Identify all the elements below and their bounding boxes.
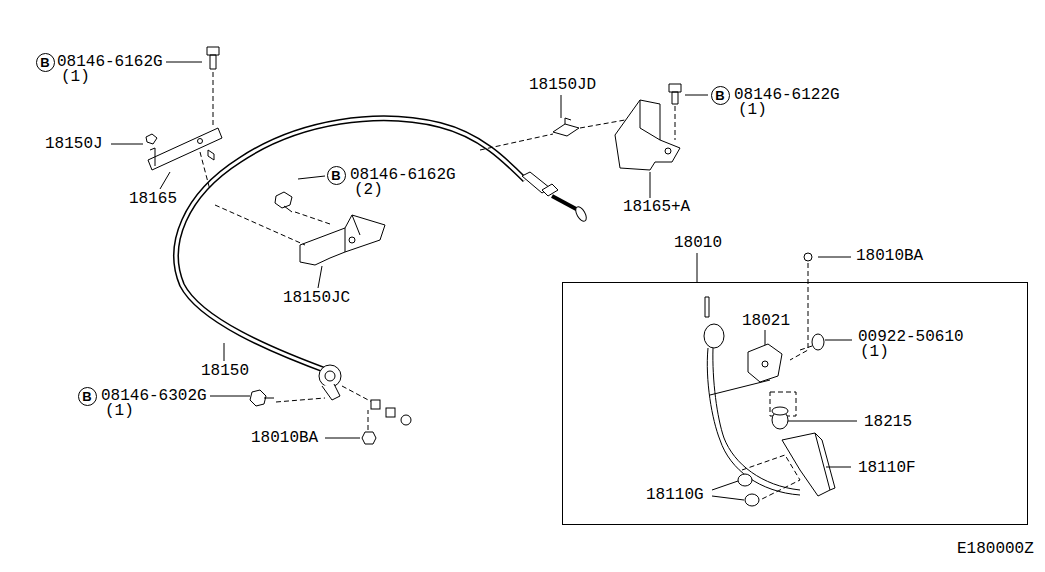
symbol-letter: B bbox=[715, 89, 724, 102]
diagram-code: E180000Z bbox=[956, 540, 1035, 558]
symbol-letter: B bbox=[82, 390, 91, 403]
callout-number: 18150JC bbox=[282, 289, 351, 307]
callout-number: 18110F bbox=[857, 459, 917, 477]
callout-number: 18010BA bbox=[855, 247, 924, 265]
callout-number: 18165+A bbox=[622, 198, 691, 216]
callout-number: 18021 bbox=[741, 312, 791, 330]
bolt-symbol-circle: B bbox=[327, 166, 346, 185]
symbol-letter: B bbox=[331, 169, 340, 182]
callout-number: 18150J bbox=[44, 135, 104, 153]
quantity: (2) bbox=[353, 181, 384, 199]
quantity: (1) bbox=[60, 68, 91, 86]
bolt-symbol-circle: B bbox=[78, 387, 97, 406]
assembly-number: 18010 bbox=[673, 234, 723, 252]
callout-number: 18215 bbox=[863, 413, 913, 431]
quantity: (1) bbox=[104, 402, 135, 420]
assembly-frame: 180101802100922-50610(1)1821518110F18110… bbox=[562, 282, 1028, 525]
callout-number: 18010BA bbox=[250, 429, 319, 447]
bolt-symbol-circle: B bbox=[36, 53, 55, 72]
callout-number: 18165 bbox=[128, 190, 178, 208]
callout-number: 18150JD bbox=[528, 76, 597, 94]
symbol-letter: B bbox=[40, 56, 49, 69]
quantity: (1) bbox=[737, 101, 768, 119]
bolt-symbol-circle: B bbox=[711, 86, 730, 105]
callout-number: 18150 bbox=[200, 362, 250, 380]
quantity: (1) bbox=[859, 343, 890, 361]
callout-number: 18110G bbox=[645, 486, 705, 504]
